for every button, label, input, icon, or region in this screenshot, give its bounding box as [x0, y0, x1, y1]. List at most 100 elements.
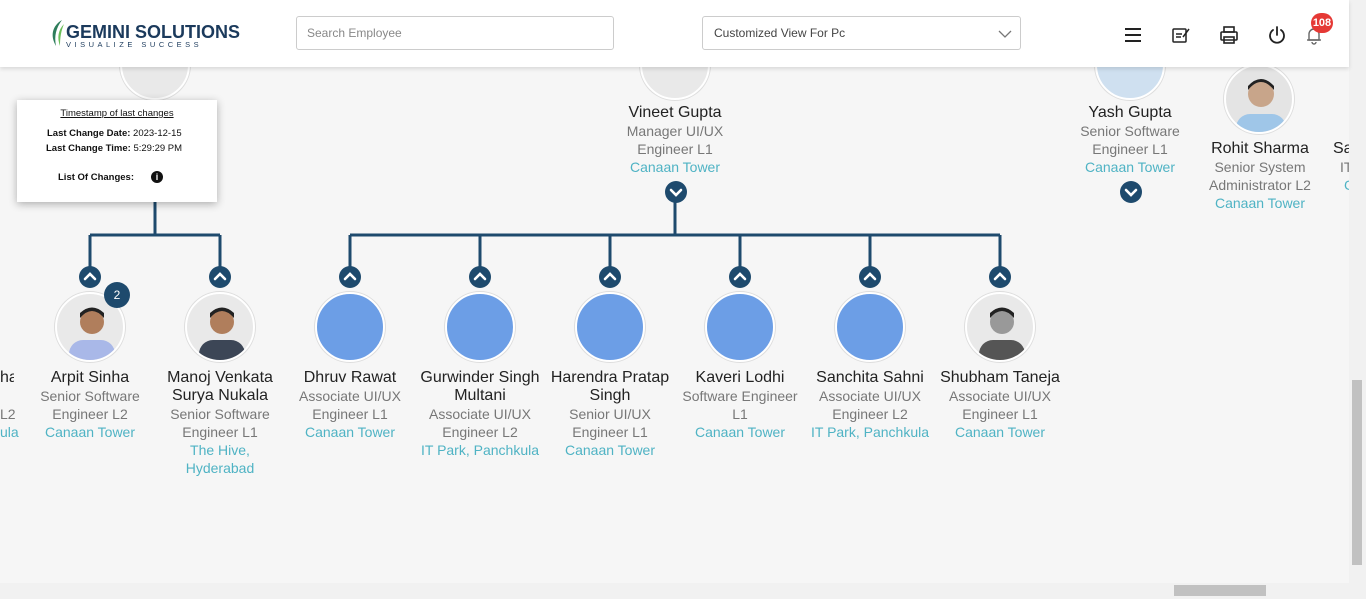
employee-name[interactable]: Arpit Sinha [50, 369, 130, 386]
employee-name[interactable]: Vineet Gupta [628, 104, 722, 121]
vertical-scroll-thumb[interactable] [1352, 380, 1362, 565]
employee-designation: Manager UI/UX [626, 123, 724, 139]
logo-tagline: VISUALIZE SUCCESS [66, 40, 203, 49]
employee-designation: Software Engineer [682, 388, 798, 404]
popup-title: Timestamp of last changes [60, 108, 174, 119]
employee-location: Canaan Tower [954, 424, 1046, 440]
employee-designation: Senior UI/UX [569, 406, 651, 422]
employee-location: IT Park, Panchkula [810, 424, 930, 440]
employee-designation: Associate UI/UX [949, 388, 1051, 404]
chevron-up-icon [473, 272, 487, 281]
employee-name[interactable]: Sa [1333, 140, 1353, 157]
avatar[interactable] [575, 292, 645, 362]
collapse-toggle-button[interactable] [209, 266, 231, 288]
chevron-down-icon [1124, 188, 1138, 197]
employee-location: Hyderabad [185, 460, 255, 476]
collapse-toggle-button[interactable] [469, 266, 491, 288]
employee-location: Canaan Tower [1214, 195, 1306, 211]
employee-designation: Engineer L2 [52, 406, 128, 422]
employee-designation: Senior Software [40, 388, 140, 404]
employee-designation: L1 [732, 406, 748, 422]
chevron-up-icon [343, 272, 357, 281]
chevron-up-icon [733, 272, 747, 281]
employee-designation: Engineer L1 [1092, 141, 1168, 157]
employee-name[interactable]: Shubham Taneja [940, 369, 1060, 386]
employee-name[interactable]: Manoj Venkata [167, 369, 273, 386]
timestamp-popup: Timestamp of last changes Last Change Da… [17, 100, 217, 202]
collapse-toggle-button[interactable] [339, 266, 361, 288]
chevron-down-icon [669, 188, 683, 197]
employee-name[interactable]: Harendra Pratap [550, 369, 670, 386]
employee-designation: Senior System [1214, 159, 1306, 175]
employee-designation: Senior Software [1080, 123, 1180, 139]
leaf-logo-icon [52, 20, 64, 46]
search-employee-input[interactable] [296, 16, 614, 50]
expand-toggle-button[interactable] [665, 181, 687, 203]
notification-count-badge[interactable]: 108 [1311, 13, 1333, 33]
employee-designation: L2 [0, 406, 16, 422]
horizontal-scrollbar[interactable] [0, 583, 1366, 599]
chevron-up-icon [213, 272, 227, 281]
employee-designation: Engineer L1 [962, 406, 1038, 422]
employee-name[interactable]: Rohit Sharma [1211, 140, 1309, 157]
collapse-toggle-button[interactable] [79, 266, 101, 288]
info-icon[interactable]: i [151, 171, 163, 183]
avatar[interactable] [965, 292, 1035, 362]
employee-designation: Engineer L1 [572, 424, 648, 440]
view-select[interactable]: Customized View For Pc [702, 16, 1021, 50]
collapse-toggle-button[interactable] [859, 266, 881, 288]
person-photo-icon [199, 307, 245, 360]
employee-name[interactable]: Kaveri Lodhi [695, 369, 785, 386]
avatar[interactable] [315, 292, 385, 362]
employee-designation: Associate UI/UX [819, 388, 921, 404]
horizontal-scroll-thumb[interactable] [1174, 585, 1266, 596]
person-photo-icon [1236, 79, 1286, 132]
avatar[interactable] [185, 292, 255, 362]
notes-icon[interactable] [1171, 25, 1191, 45]
employee-designation: Engineer L1 [312, 406, 388, 422]
collapse-toggle-button[interactable] [989, 266, 1011, 288]
last-change-time: Last Change Time: 5:29:29 PM [46, 143, 183, 154]
employee-designation: Senior Software [170, 406, 270, 422]
employee-location: IT Park, Panchkula [420, 442, 540, 458]
employee-location: Canaan Tower [564, 442, 656, 458]
chevron-up-icon [83, 272, 97, 281]
employee-designation: Engineer L2 [832, 406, 908, 422]
employee-designation: Engineer L1 [182, 424, 258, 440]
power-icon[interactable] [1267, 25, 1287, 45]
employee-name[interactable]: ha [0, 369, 14, 386]
employee-name[interactable]: Singh [589, 387, 631, 404]
logo-title: GEMINI SOLUTIONS [66, 22, 241, 42]
collapse-toggle-button[interactable] [599, 266, 621, 288]
employee-name[interactable]: Gurwinder Singh [420, 369, 540, 386]
expand-toggle-button[interactable] [1120, 181, 1142, 203]
employee-location: Canaan Tower [629, 159, 721, 175]
avatar[interactable] [835, 292, 905, 362]
employee-name[interactable]: Multani [454, 387, 506, 404]
employee-location: Canaan Tower [694, 424, 786, 440]
person-photo-icon [69, 307, 115, 360]
org-chart: Vineet Gupta Manager UI/UX Engineer L1 C… [0, 30, 1353, 476]
employee-location: ula [0, 424, 19, 440]
chevron-up-icon [993, 272, 1007, 281]
print-icon[interactable] [1219, 25, 1239, 45]
employee-name[interactable]: Dhruv Rawat [303, 369, 397, 386]
avatar[interactable] [705, 292, 775, 362]
collapse-toggle-button[interactable] [729, 266, 751, 288]
view-select-value: Customized View For Pc [714, 26, 846, 40]
employee-name[interactable]: Sanchita Sahni [816, 369, 924, 386]
avatar[interactable] [1224, 64, 1294, 134]
reports-count-badge[interactable]: 2 [104, 282, 130, 308]
employee-designation: Administrator L2 [1209, 177, 1311, 193]
employee-name[interactable]: Surya Nukala [171, 387, 269, 404]
employee-location: The Hive, [190, 442, 250, 458]
employee-name[interactable]: Yash Gupta [1088, 104, 1172, 121]
menu-icon[interactable] [1123, 25, 1143, 45]
chevron-down-icon [998, 30, 1012, 38]
chevron-up-icon [863, 272, 877, 281]
person-photo-icon [979, 307, 1025, 360]
avatar[interactable] [445, 292, 515, 362]
app-header: GEMINI SOLUTIONS VISUALIZE SUCCESS Custo… [0, 0, 1349, 67]
employee-designation: Engineer L2 [442, 424, 518, 440]
employee-location: Canaan Tower [304, 424, 396, 440]
